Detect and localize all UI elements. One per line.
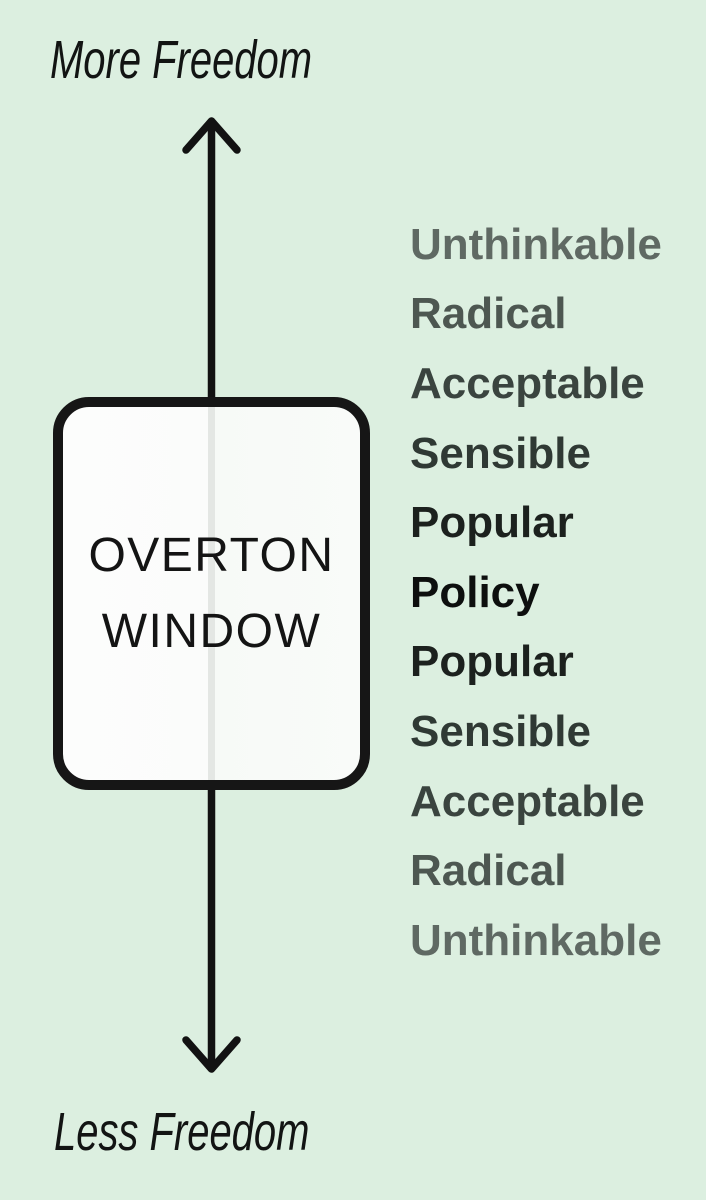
acceptability-ladder: Unthinkable Radical Acceptable Sensible … [410,210,700,976]
ladder-item-acceptable-top: Acceptable [410,358,645,408]
window-title-line-1: OVERTON [88,528,335,582]
ladder-item-sensible-bottom: Sensible [410,706,591,756]
arrowhead-down-icon [182,1036,241,1073]
arrowhead-up-icon [182,117,241,154]
more-freedom-label: More Freedom [50,30,313,90]
ladder-item-acceptable-bottom: Acceptable [410,776,645,826]
ladder-item-radical-bottom: Radical [410,846,567,896]
ladder-item-policy: Policy [410,567,540,617]
window-title-line-2: WINDOW [101,604,322,658]
ladder-item-sensible-top: Sensible [410,428,591,478]
ladder-item-unthinkable-bottom: Unthinkable [410,915,662,965]
ladder-item-popular-bottom: Popular [410,637,574,687]
less-freedom-label: Less Freedom [54,1102,310,1162]
window-seam-line [208,407,215,780]
ladder-item-popular-top: Popular [410,498,574,548]
overton-window-box: OVERTON WINDOW [53,397,370,790]
ladder-item-radical-top: Radical [410,289,567,339]
ladder-item-unthinkable-top: Unthinkable [410,219,662,269]
